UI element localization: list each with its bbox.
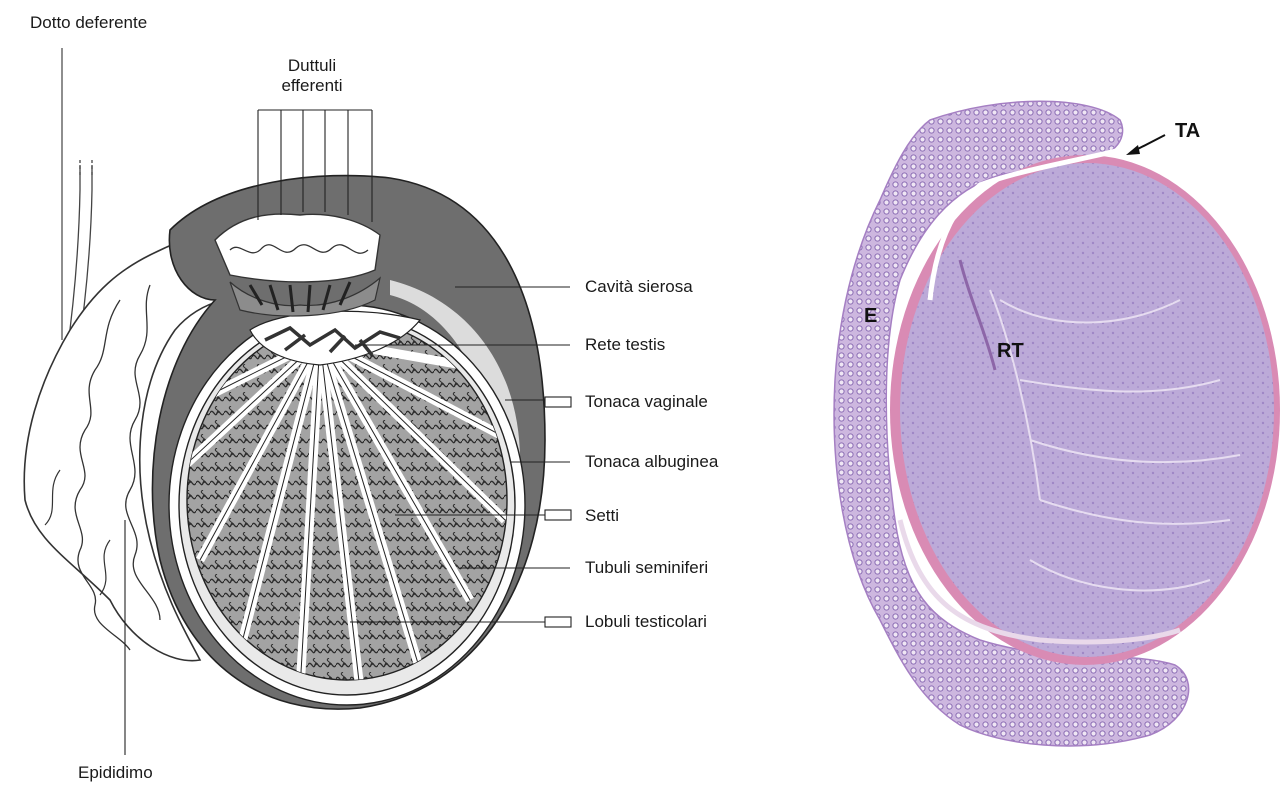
label-lobuli-testicolari: Lobuli testicolari bbox=[585, 612, 707, 632]
label-rt: RT bbox=[997, 340, 1024, 363]
label-tonaca-albuginea: Tonaca albuginea bbox=[585, 452, 718, 472]
label-tonaca-vaginale: Tonaca vaginale bbox=[585, 392, 708, 412]
label-e: E bbox=[864, 305, 877, 328]
label-setti: Setti bbox=[585, 506, 619, 526]
label-duttuli-efferenti: Duttuli efferenti bbox=[262, 56, 362, 96]
histology-section bbox=[834, 101, 1280, 746]
label-cavita-sierosa: Cavità sierosa bbox=[585, 277, 693, 297]
label-ta: TA bbox=[1175, 120, 1200, 143]
label-rete-testis: Rete testis bbox=[585, 335, 665, 355]
label-tubuli-seminiferi: Tubuli seminiferi bbox=[585, 558, 708, 578]
label-dotto-deferente: Dotto deferente bbox=[30, 13, 147, 33]
label-epididimo: Epididimo bbox=[78, 763, 153, 783]
